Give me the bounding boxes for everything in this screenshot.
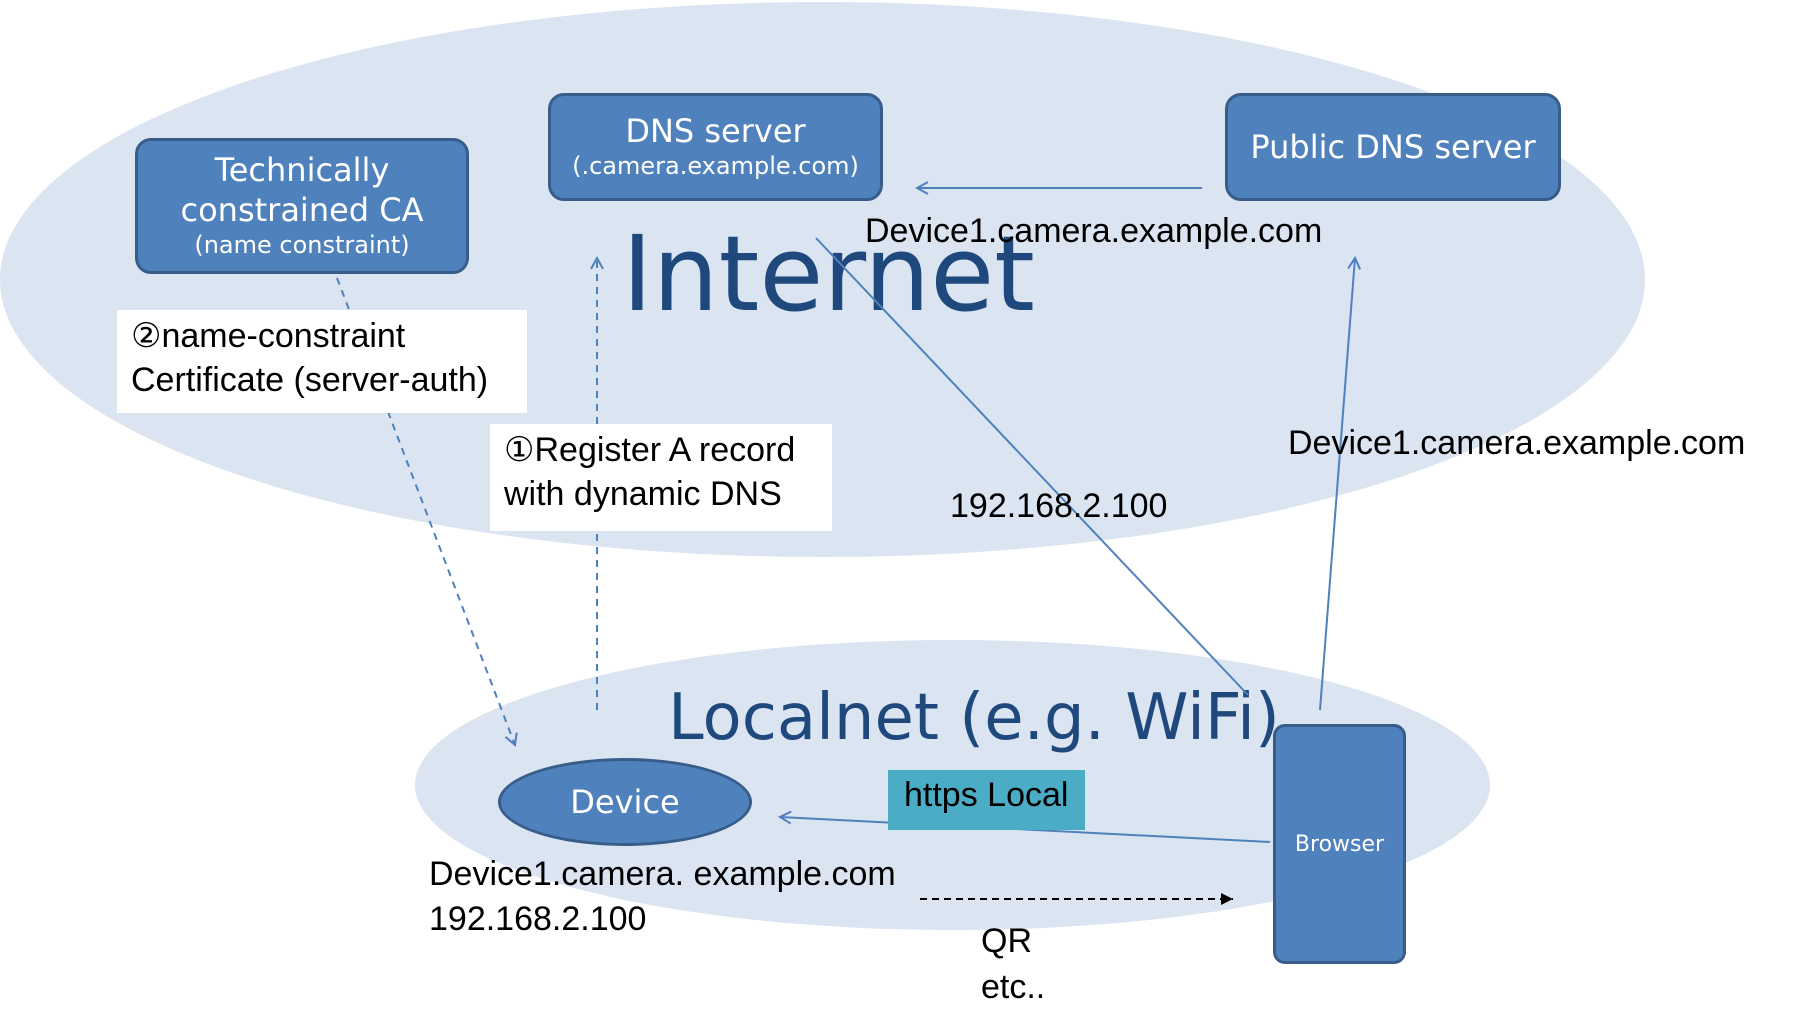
public-dns-query-label: Device1.camera.example.com <box>865 212 1323 250</box>
ca-line2: constrained CA <box>180 191 424 230</box>
ca-line3: (name constraint) <box>194 231 410 260</box>
technically-constrained-ca-node: Technically constrained CA (name constra… <box>135 138 469 274</box>
ca-line1: Technically <box>214 151 390 190</box>
dns-server-node: DNS server (.camera.example.com) <box>548 93 883 201</box>
internet-label: Internet <box>622 213 1035 335</box>
step1-line1: ①Register A record <box>504 431 796 469</box>
step2-callout: ②name-constraint Certificate (server-aut… <box>117 310 527 413</box>
browser-label: Browser <box>1294 831 1385 857</box>
browser-query-label: Device1.camera.example.com <box>1288 424 1746 462</box>
dns-response-line <box>815 237 1249 696</box>
step1-line2: with dynamic DNS <box>504 475 782 514</box>
qr-label: QR <box>981 922 1032 960</box>
step1-callout: ①Register A record with dynamic DNS <box>490 424 832 531</box>
browser-query-arrow <box>1319 258 1355 711</box>
dns-server-line1: DNS server <box>625 112 806 151</box>
public-dns-server-node: Public DNS server <box>1225 93 1561 201</box>
device-label: Device <box>570 783 680 821</box>
public-dns-label: Public DNS server <box>1250 128 1536 166</box>
device-node: Device <box>498 758 752 846</box>
localnet-label: Localnet (e.g. WiFi) <box>668 681 1280 755</box>
dns-server-line2: (.camera.example.com) <box>572 152 859 181</box>
https-local-label: https Local <box>888 770 1085 830</box>
device-fqdn-label: Device1.camera. example.com <box>429 855 896 893</box>
device-ip-label: 192.168.2.100 <box>429 900 647 938</box>
step2-line2: Certificate (server-auth) <box>131 361 489 400</box>
browser-node: Browser <box>1273 724 1406 964</box>
step2-line1: ②name-constraint <box>131 317 406 355</box>
qr-etc-label: etc.. <box>981 968 1046 1006</box>
resolved-ip-label: 192.168.2.100 <box>950 487 1168 525</box>
